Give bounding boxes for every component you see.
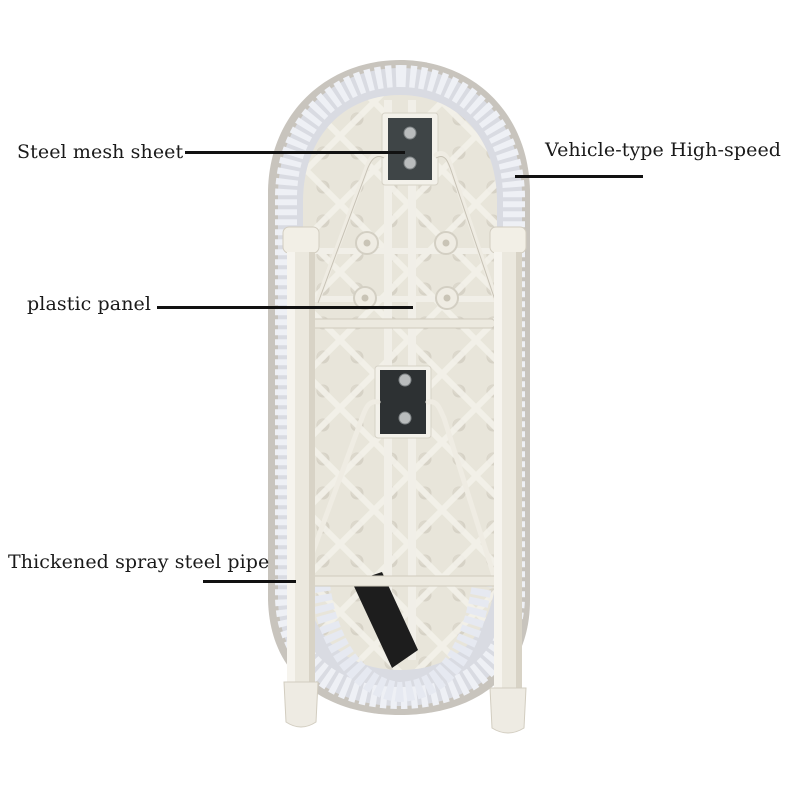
leader-line-vehicle-type-high-speed — [515, 175, 643, 178]
steel-mesh-sheet-top — [381, 112, 439, 186]
leader-line-steel-mesh-sheet — [185, 151, 405, 154]
callout-plastic-panel: plastic panel — [27, 293, 152, 315]
cross-bar-upper — [304, 318, 496, 329]
steel-pipe-left — [282, 226, 320, 728]
cross-bar-lower — [299, 575, 501, 587]
leader-line-plastic-panel — [157, 306, 413, 309]
callout-thickened-spray-steel-pipe: Thickened spray steel pipe — [8, 551, 270, 573]
callout-vehicle-type-high-speed: Vehicle-type High-speed — [545, 139, 782, 161]
steel-pipe-right — [489, 226, 527, 734]
steel-mesh-sheet-bottom — [374, 365, 432, 439]
callout-steel-mesh-sheet: Steel mesh sheet — [17, 141, 184, 163]
leader-line-thickened-spray-steel-pipe — [203, 580, 296, 583]
cord-holder — [352, 572, 418, 668]
